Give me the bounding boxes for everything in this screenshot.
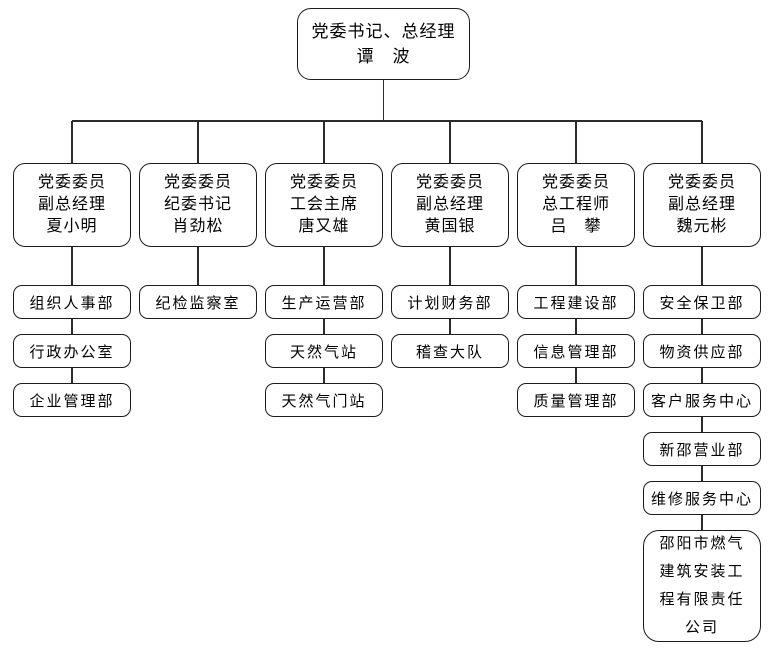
connector-line [323,121,325,163]
department-box: 组织人事部 [13,285,131,319]
department-label: 天然气站 [289,344,358,361]
leader-box: 党委委员副总经理黄国银 [391,163,509,247]
connector-line [71,319,73,334]
root-box: 党委书记、总经理谭 波 [297,8,470,80]
leader-box: 党委委员副总经理夏小明 [13,163,131,247]
connector-line [701,466,703,481]
department-box: 工程建设部 [517,285,635,319]
connector-line [701,417,703,432]
connector-line [382,80,385,121]
leader-title: 党委委员 [667,174,736,191]
connector-line [71,247,73,285]
department-box: 计划财务部 [391,285,509,319]
department-box: 物资供应部 [643,334,761,368]
connector-line [323,368,325,383]
department-label: 新邵营业部 [659,442,745,459]
department-label: 客户服务中心 [650,393,753,410]
department-label: 质量管理部 [533,393,619,410]
leader-title: 党委委员 [289,174,358,191]
leader-person-name: 唐又雄 [298,218,350,235]
leader-box: 党委委员总工程师吕 攀 [517,163,635,247]
department-label: 纪检监察室 [155,295,241,312]
department-label: 计划财务部 [407,295,493,312]
department-box: 客户服务中心 [643,383,761,417]
department-box: 信息管理部 [517,334,635,368]
department-box: 稽查大队 [391,334,509,368]
connector-line [449,247,451,285]
connector-line [701,368,703,383]
connector-line [701,319,703,334]
connector-line [701,247,703,285]
leader-title: 总工程师 [541,196,610,213]
leader-title: 副总经理 [667,196,736,213]
department-box: 维修服务中心 [643,481,761,515]
department-box: 企业管理部 [13,383,131,417]
leader-title: 党委委员 [37,174,106,191]
subsidiary-company-label: 邵阳市燃气建筑安装工程有限责任公司 [659,536,745,636]
department-box: 生产运营部 [265,285,383,319]
department-label: 组织人事部 [29,295,115,312]
leader-title: 纪委书记 [163,196,232,213]
leader-person-name: 黄国银 [424,218,476,235]
department-box: 安全保卫部 [643,285,761,319]
department-label: 信息管理部 [533,344,619,361]
connector-line [323,319,325,334]
department-box: 新邵营业部 [643,432,761,466]
connector-line [575,121,577,163]
leader-title: 党委委员 [541,174,610,191]
department-box: 纪检监察室 [139,285,257,319]
department-label: 工程建设部 [533,295,619,312]
connector-line [72,120,702,122]
department-label: 企业管理部 [29,393,115,410]
leader-person-name: 肖劲松 [172,218,224,235]
department-label: 物资供应部 [659,344,745,361]
connector-line [575,247,577,285]
leader-title: 党委委员 [415,174,484,191]
leader-person-name: 吕 攀 [550,218,602,235]
department-label: 维修服务中心 [650,491,753,508]
leader-box: 党委委员纪委书记肖劲松 [139,163,257,247]
connector-line [71,368,73,383]
leader-title: 副总经理 [415,196,484,213]
leader-box: 党委委员工会主席唐又雄 [265,163,383,247]
department-label: 生产运营部 [281,295,367,312]
subsidiary-company-box: 邵阳市燃气建筑安装工程有限责任公司 [643,530,761,642]
connector-line [197,247,199,285]
leader-title: 工会主席 [289,196,358,213]
department-label: 天然气门站 [281,393,367,410]
department-label: 安全保卫部 [659,295,745,312]
connector-line [449,121,451,163]
leader-person-name: 魏元彬 [676,218,728,235]
connector-line [575,319,577,334]
connector-line [323,247,325,285]
department-label: 行政办公室 [29,344,115,361]
department-label: 稽查大队 [415,344,484,361]
leader-box: 党委委员副总经理魏元彬 [643,163,761,247]
connector-line [197,121,199,163]
connector-line [701,515,703,530]
connector-line [575,368,577,383]
department-box: 行政办公室 [13,334,131,368]
leader-title: 副总经理 [37,196,106,213]
root-title: 党委书记、总经理 [311,22,456,41]
connector-line [701,121,703,163]
connector-line [449,319,451,334]
connector-line [71,121,73,163]
root-person-name: 谭 波 [356,47,411,66]
department-box: 天然气站 [265,334,383,368]
department-box: 天然气门站 [265,383,383,417]
department-box: 质量管理部 [517,383,635,417]
leader-person-name: 夏小明 [46,218,98,235]
leader-title: 党委委员 [163,174,232,191]
